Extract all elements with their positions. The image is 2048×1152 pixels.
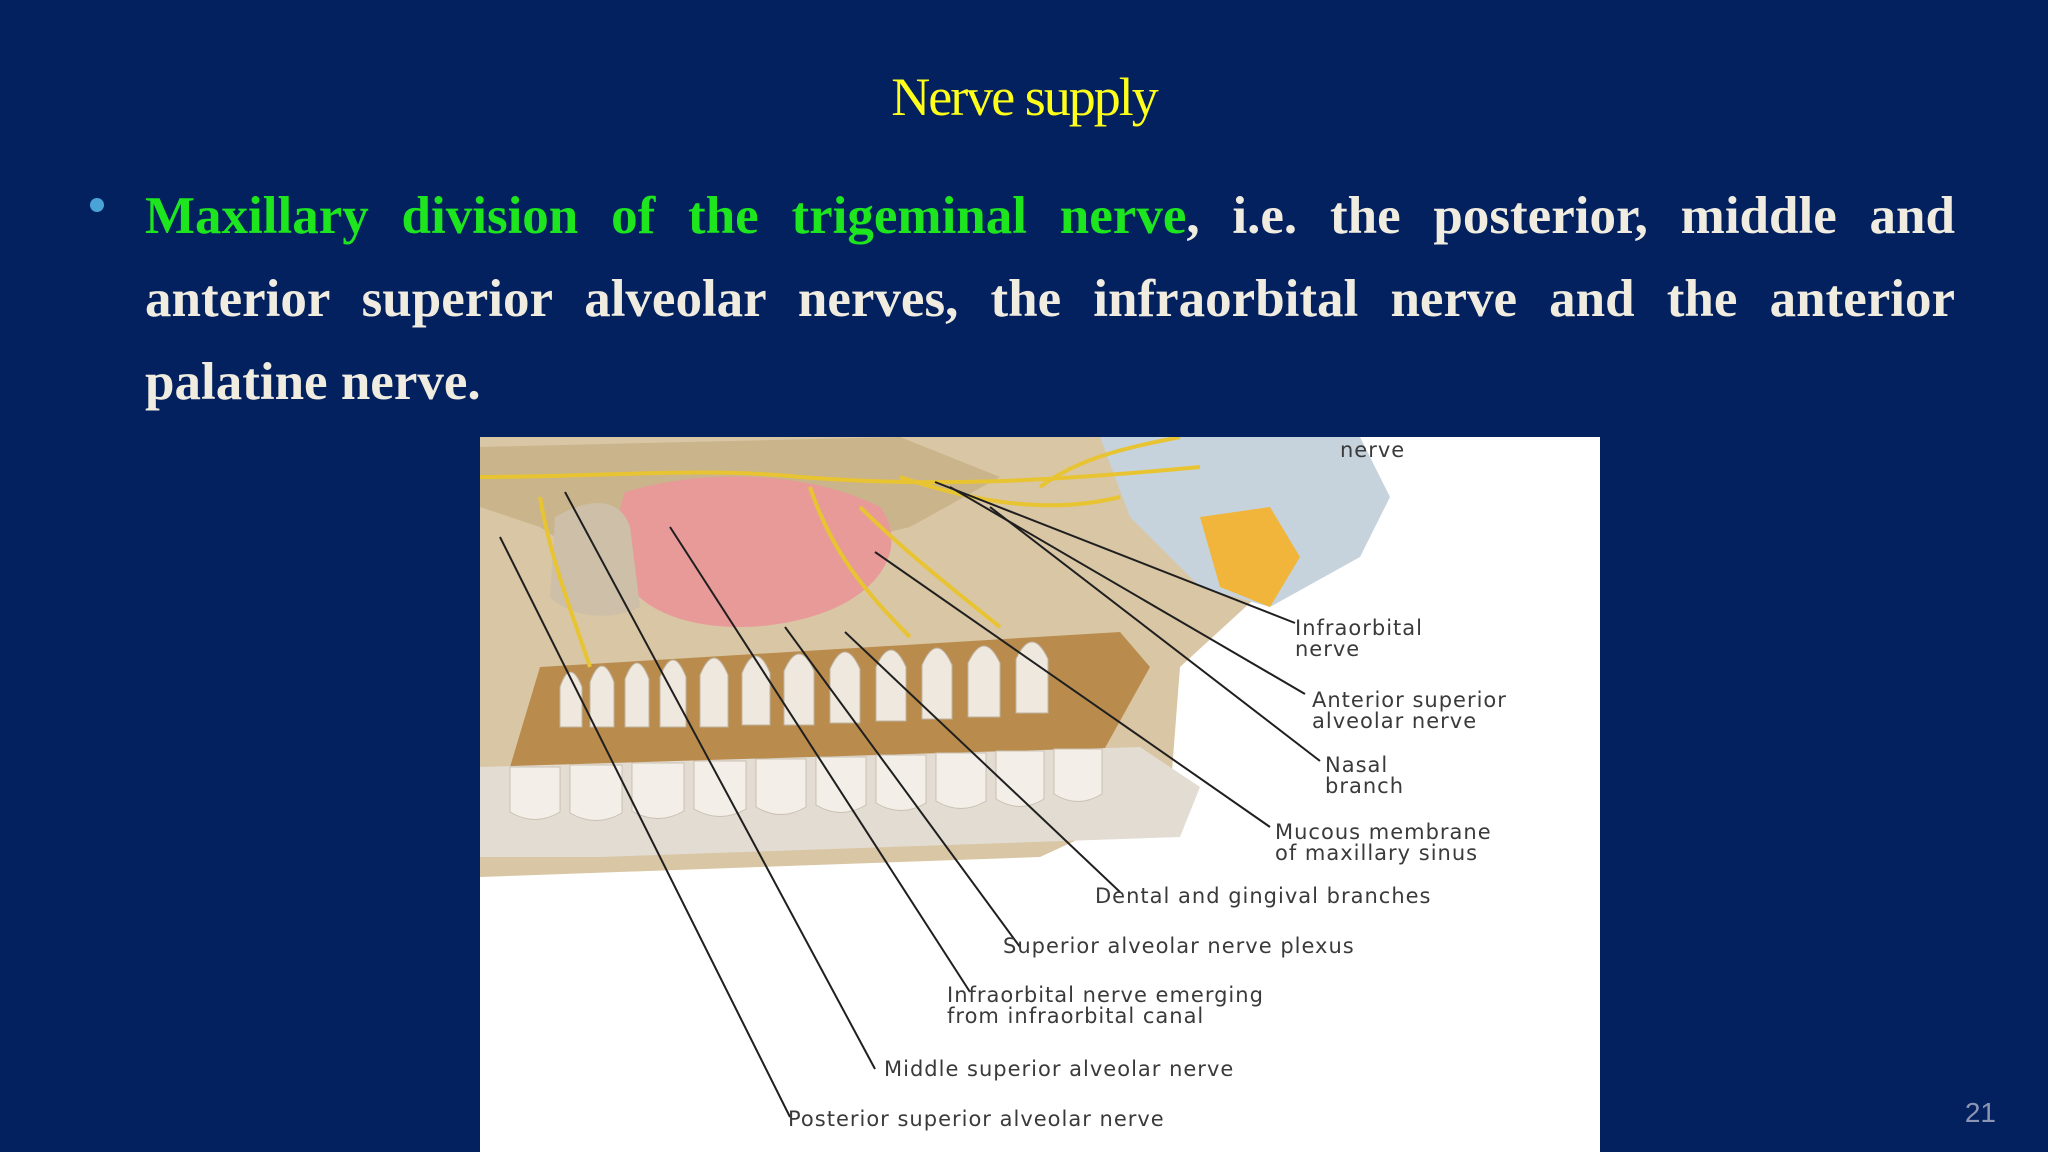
bullet-rest: , i.e. the posterior, middle and anterio… bbox=[145, 187, 1955, 411]
label-mucous-2: of maxillary sinus bbox=[1275, 841, 1478, 865]
maxilla-nerve-diagram: nerve Infraorbital nerve Anterior superi… bbox=[480, 437, 1600, 1152]
label-plexus: Superior alveolar nerve plexus bbox=[1003, 934, 1355, 958]
label-nasal-1: Nasal bbox=[1325, 753, 1388, 777]
bullet-text: Maxillary division of the trigeminal ner… bbox=[145, 175, 1955, 424]
anatomy-illustration: nerve Infraorbital nerve Anterior superi… bbox=[480, 437, 1600, 1152]
bullet-dot bbox=[90, 198, 104, 212]
label-msa: Middle superior alveolar nerve bbox=[884, 1057, 1234, 1081]
label-dental-gingival: Dental and gingival branches bbox=[1095, 884, 1432, 908]
label-emerging-1: Infraorbital nerve emerging bbox=[947, 983, 1264, 1007]
page-number: 21 bbox=[1964, 1097, 1996, 1128]
label-nasal-2: branch bbox=[1325, 774, 1404, 798]
label-infraorbital-2: nerve bbox=[1295, 637, 1360, 661]
label-asa-1: Anterior superior bbox=[1312, 688, 1507, 712]
label-asa-2: alveolar nerve bbox=[1312, 709, 1477, 733]
label-emerging-2: from infraorbital canal bbox=[947, 1004, 1204, 1028]
bullet-highlight: Maxillary division of the trigeminal ner… bbox=[145, 187, 1187, 245]
label-infraorbital-1: Infraorbital bbox=[1295, 616, 1423, 640]
slide-title: Nerve supply bbox=[891, 67, 1158, 127]
label-top-nerve: nerve bbox=[1340, 438, 1405, 462]
label-mucous-1: Mucous membrane bbox=[1275, 820, 1492, 844]
label-psa: Posterior superior alveolar nerve bbox=[788, 1107, 1165, 1131]
